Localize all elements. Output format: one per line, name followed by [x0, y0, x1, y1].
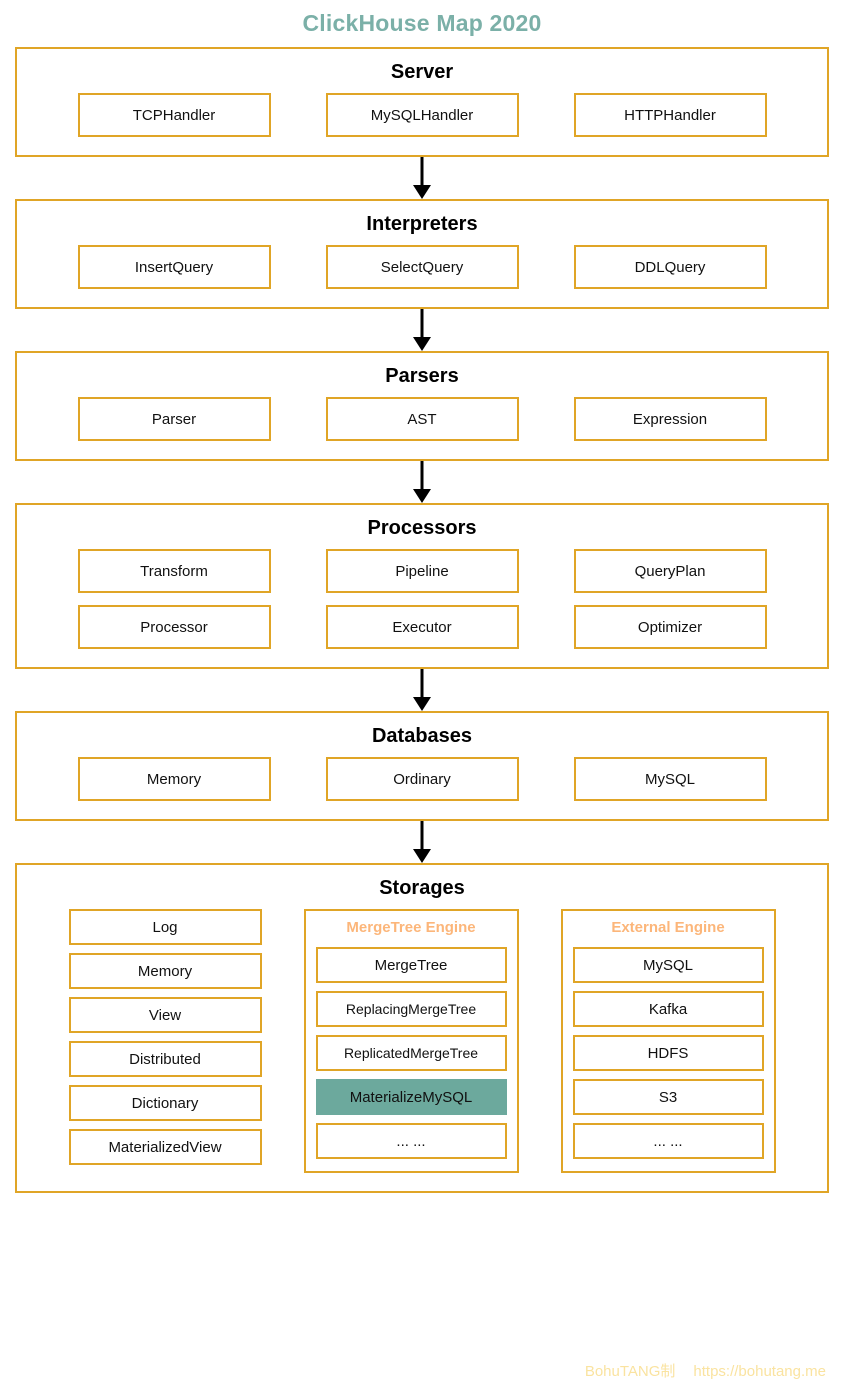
page-title: ClickHouse Map 2020: [302, 10, 542, 36]
layer-title-storages: Storages: [379, 877, 465, 899]
engine-replacingmergetree[interactable]: ReplacingMergeTree: [315, 991, 507, 1027]
engine-replicatedmergetree[interactable]: ReplicatedMergeTree: [315, 1035, 507, 1071]
engine-s3[interactable]: S3: [572, 1079, 764, 1115]
node-selectquery[interactable]: SelectQuery: [325, 245, 519, 289]
layer-title-processors: Processors: [367, 517, 477, 539]
node-insertquery[interactable]: InsertQuery: [77, 245, 271, 289]
node-ddlquery[interactable]: DDLQuery: [573, 245, 767, 289]
node-httphandler[interactable]: HTTPHandler: [573, 93, 767, 137]
node-processor[interactable]: Processor: [77, 605, 271, 649]
engine-mergetree[interactable]: MergeTree: [315, 947, 507, 983]
arrow-head-icon: [413, 849, 431, 863]
engine-hdfs[interactable]: HDFS: [572, 1035, 764, 1071]
storage-materializedview[interactable]: MaterializedView: [68, 1129, 262, 1165]
group-title-mergetree-engine: MergeTree Engine: [346, 919, 476, 936]
layer-parsers: Parsers Parser AST Expression: [15, 351, 829, 461]
layer-databases: Databases Memory Ordinary MySQL: [15, 711, 829, 821]
arrow-head-icon: [413, 337, 431, 351]
node-ast[interactable]: AST: [325, 397, 519, 441]
arrow-server-to-interpreters: [0, 157, 844, 199]
arrow-processors-to-databases: [0, 669, 844, 711]
layer-row: Parser AST Expression: [17, 397, 827, 459]
storages-plain-column: Log Memory View Distributed Dictionary M…: [68, 909, 262, 1173]
node-queryplan[interactable]: QueryPlan: [573, 549, 767, 593]
arrow-databases-to-storages: [0, 821, 844, 863]
layer-interpreters: Interpreters InsertQuery SelectQuery DDL…: [15, 199, 829, 309]
layer-title-databases: Databases: [371, 725, 473, 747]
layer-row: InsertQuery SelectQuery DDLQuery: [17, 245, 827, 307]
node-mysql[interactable]: MySQL: [573, 757, 767, 801]
layer-row: TCPHandler MySQLHandler HTTPHandler: [17, 93, 827, 155]
layer-row: Memory Ordinary MySQL: [17, 757, 827, 819]
group-title-external-engine: External Engine: [611, 919, 725, 936]
arrow-interpreters-to-parsers: [0, 309, 844, 351]
arrow-head-icon: [413, 185, 431, 199]
arrow-shaft: [420, 461, 424, 493]
node-memory[interactable]: Memory: [77, 757, 271, 801]
layer-title-interpreters: Interpreters: [366, 213, 478, 235]
arrow-shaft: [420, 821, 424, 853]
engine-kafka[interactable]: Kafka: [572, 991, 764, 1027]
engine-mysql[interactable]: MySQL: [572, 947, 764, 983]
layer-row: Processor Executor Optimizer: [17, 605, 827, 667]
node-transform[interactable]: Transform: [77, 549, 271, 593]
storages-group-mergetree: MergeTree Engine MergeTree ReplacingMerg…: [303, 909, 519, 1173]
node-ordinary[interactable]: Ordinary: [325, 757, 519, 801]
footer-url[interactable]: https://bohutang.me: [693, 1363, 826, 1380]
storage-log[interactable]: Log: [68, 909, 262, 945]
node-tcphandler[interactable]: TCPHandler: [77, 93, 271, 137]
layer-server: Server TCPHandler MySQLHandler HTTPHandl…: [15, 47, 829, 157]
arrow-head-icon: [413, 489, 431, 503]
storage-memory[interactable]: Memory: [68, 953, 262, 989]
layer-processors: Processors Transform Pipeline QueryPlan …: [15, 503, 829, 669]
storages-columns: Log Memory View Distributed Dictionary M…: [17, 909, 827, 1191]
arrow-shaft: [420, 669, 424, 701]
node-optimizer[interactable]: Optimizer: [573, 605, 767, 649]
storage-view[interactable]: View: [68, 997, 262, 1033]
arrow-head-icon: [413, 697, 431, 711]
layer-row: Transform Pipeline QueryPlan: [17, 549, 827, 593]
layer-title-parsers: Parsers: [385, 365, 459, 387]
arrow-shaft: [420, 309, 424, 341]
footer-author: BohuTANG制: [584, 1363, 676, 1380]
storage-dictionary[interactable]: Dictionary: [68, 1085, 262, 1121]
node-executor[interactable]: Executor: [325, 605, 519, 649]
node-mysqlhandler[interactable]: MySQLHandler: [325, 93, 519, 137]
engine-external-more[interactable]: ... ...: [572, 1123, 764, 1159]
layer-storages: Storages Log Memory View Distributed Dic…: [15, 863, 829, 1193]
footer: BohuTANG制 https://bohutang.me: [585, 1363, 826, 1381]
engine-mergetree-more[interactable]: ... ...: [315, 1123, 507, 1159]
storages-group-external: External Engine MySQL Kafka HDFS S3 ... …: [560, 909, 776, 1173]
storage-distributed[interactable]: Distributed: [68, 1041, 262, 1077]
node-pipeline[interactable]: Pipeline: [325, 549, 519, 593]
arrow-shaft: [420, 157, 424, 189]
arrow-parsers-to-processors: [0, 461, 844, 503]
node-parser[interactable]: Parser: [77, 397, 271, 441]
engine-materializemysql[interactable]: MaterializeMySQL: [315, 1079, 507, 1115]
node-expression[interactable]: Expression: [573, 397, 767, 441]
layer-title-server: Server: [390, 61, 454, 83]
